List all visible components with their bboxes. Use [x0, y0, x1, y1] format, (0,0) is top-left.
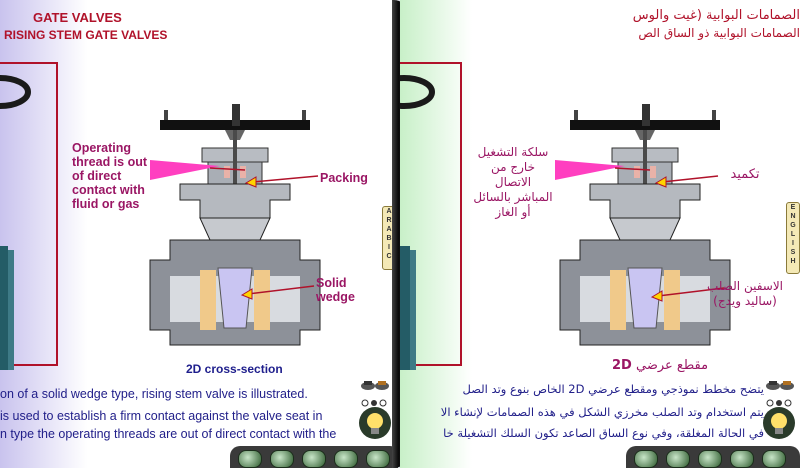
valve-cross-section [559, 104, 731, 346]
page-indicator-dots[interactable] [765, 395, 795, 407]
page-title: GATE VALVES [33, 10, 122, 25]
hint-lightbulb-icon[interactable] [358, 406, 392, 440]
packing-label: تكميد [730, 167, 760, 182]
control-knob[interactable] [666, 450, 690, 468]
right-control-bar [626, 446, 800, 468]
operating-thread-label: سلكة التشغيل خارج من الاتصال المباشر بال… [473, 145, 553, 219]
wedge-pointer [650, 287, 725, 302]
handwheel-3d-image [0, 75, 31, 370]
3d-view-frame [0, 62, 58, 366]
control-knob[interactable] [302, 450, 326, 468]
english-pane: GATE VALVES RISING STEM GATE VALVES [0, 0, 398, 468]
control-knob[interactable] [762, 450, 786, 468]
control-knob[interactable] [698, 450, 722, 468]
control-knob[interactable] [634, 450, 658, 468]
audio-speaker-icon[interactable] [360, 378, 390, 390]
control-knob[interactable] [730, 450, 754, 468]
audio-speaker-icon[interactable] [765, 378, 795, 390]
hint-lightbulb-icon[interactable] [762, 406, 796, 440]
description-line-2: يتم استخدام وتد الصلب مخرزي الشكل في هذه… [440, 405, 764, 419]
control-knob[interactable] [238, 450, 262, 468]
description-line-1: يتضح مخطط نموذجي ومقطع عرضي 2D الخاص بنو… [462, 382, 765, 396]
page-indicator-dots[interactable] [360, 395, 390, 407]
3d-view-frame [400, 62, 462, 366]
packing-pointer [244, 175, 319, 188]
wedge-pointer [240, 285, 315, 300]
arabic-pane: الصمامات البوابية (غيت والوس الصمامات ال… [400, 0, 800, 468]
operating-thread-pointer [150, 160, 246, 180]
operating-thread-pointer [555, 160, 651, 180]
description-line-3: في الحالة المغلقة، وفي نوع الساق الصاعد … [443, 426, 764, 440]
solid-wedge-label: Solid wedge [316, 276, 355, 304]
description-line-3: n type the operating threads are out of … [0, 427, 337, 441]
control-knob[interactable] [270, 450, 294, 468]
handwheel-3d-image [400, 75, 435, 370]
page-subtitle: الصمامات البوابية ذو الساق الص [638, 26, 800, 40]
cross-section-caption: 2D cross-section [186, 362, 283, 376]
packing-pointer [654, 175, 719, 188]
packing-label: Packing [320, 171, 368, 185]
page-title: الصمامات البوابية (غيت والوس [632, 8, 800, 23]
valve-cross-section [149, 104, 321, 346]
left-control-bar [230, 446, 398, 468]
description-line-2: is used to establish a firm contact agai… [0, 409, 323, 423]
operating-thread-label: Operating thread is out of direct contac… [72, 141, 148, 211]
control-knob[interactable] [334, 450, 358, 468]
cross-section-caption: مقطع عرضي 2D [612, 358, 709, 373]
control-knob[interactable] [366, 450, 390, 468]
solid-wedge-label: الاسفين الصلب (ساليد ويدج) [706, 279, 784, 308]
description-line-1: on of a solid wedge type, rising stem va… [0, 387, 308, 401]
page-subtitle: RISING STEM GATE VALVES [4, 28, 168, 42]
